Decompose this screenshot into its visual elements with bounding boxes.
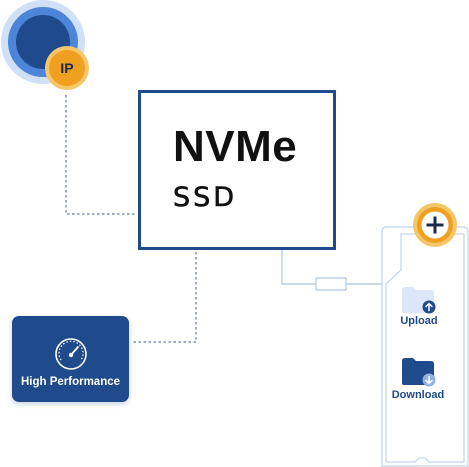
- connector-plug: [315, 277, 347, 291]
- download-label[interactable]: Download: [391, 389, 445, 401]
- upload-folder-icon[interactable]: [401, 286, 437, 314]
- add-button[interactable]: [413, 203, 457, 247]
- high-performance-label: High Performance: [20, 376, 121, 388]
- gauge-icon: [55, 338, 87, 370]
- performance-connector: [131, 247, 197, 343]
- storage-connector: [281, 247, 316, 285]
- ip-connector: [65, 95, 137, 215]
- high-performance-card: High Performance: [12, 316, 129, 402]
- ip-badge: [49, 50, 85, 86]
- nvme-title: NVMe: [173, 122, 298, 171]
- upload-label[interactable]: Upload: [400, 315, 438, 327]
- ip-node: [1, 0, 89, 90]
- nvme-subtitle: SSD: [173, 182, 238, 213]
- file-panel: [381, 226, 469, 467]
- ip-label: IP: [60, 60, 74, 76]
- download-folder-icon[interactable]: [401, 357, 437, 387]
- nvme-ssd-box: NVMe SSD: [138, 90, 336, 250]
